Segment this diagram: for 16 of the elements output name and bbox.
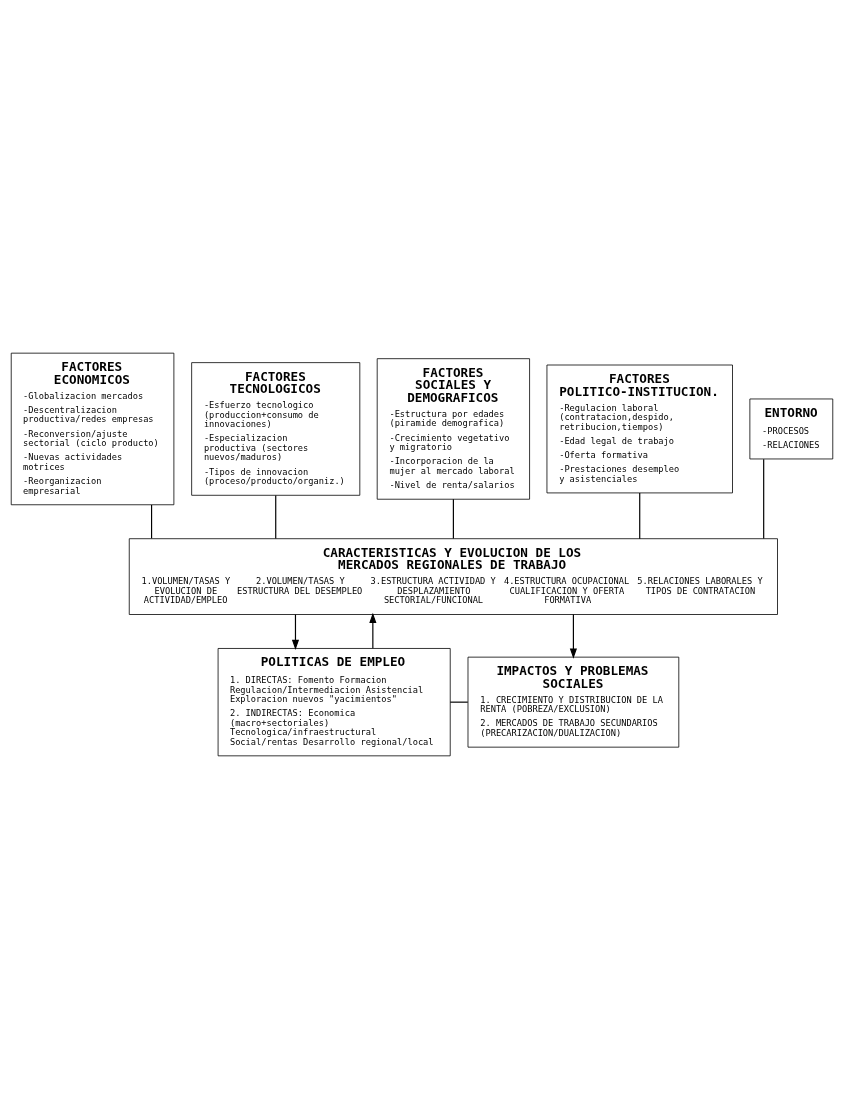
node-box: ENTORNO -PROCESOS -RELACIONES xyxy=(749,398,834,459)
node-box: FACTORES POLITICO-INSTITUCION. -Regulacion laboral (contratacion,despido, retribucion,tiempos) -Edad legal de trabajo -Oferta formativa -Prestaciones desempleo y asistenciales xyxy=(546,364,733,493)
node-box: FACTORES ECONOMICOS -Globalizacion mercados -Descentralizacion productiva/redes empresas -Reconversion/ajuste sectorial (ciclo producto) -Nuevas actividades motrices -Reorganizacion empresarial xyxy=(10,352,175,505)
node-box: CARACTERISTICAS Y EVOLUCION DE LOS MERCADOS REGIONALES DE TRABAJO 1.VOLUMEN/TASAS Y EVOLUCION DE ACTIVIDAD/EMPLEO 2.VOLUMEN/TASAS Y ESTRUCTURA DEL DESEMPLEO 3.ESTRUCTURA ACTIVIDAD Y DESPLAZAMIENTO SECTORIAL/FUNCIONAL 4.ESTRUCTURA OCUPACIONAL CUALIFICACION Y OFERTA FORMATIVA 5.RELACIONES LABORALES Y TIPOS DE CONTRATACION xyxy=(128,537,778,615)
connector xyxy=(275,494,277,539)
arrow xyxy=(291,613,300,650)
node-box: FACTORES TECNOLOGICOS -Esfuerzo tecnologico (produccion+consumo de innovaciones) -Especializacion productiva (sectores nuevos/maduros) -Tipos de innovacion (proceso/producto/organiz.) xyxy=(191,361,361,496)
node-box: POLITICAS DE EMPLEO 1. DIRECTAS: Fomento Formacion Regulacion/Intermediacion Asistencial Exploracion nuevos "yacimientos" 2. INDIRECTAS: Economica (macro+sectoriales) Tecnologica/infraestructural Social/rentas Desarrollo regional/local xyxy=(217,647,451,756)
arrow xyxy=(369,612,377,649)
node-box: FACTORES SOCIALES Y DEMOGRAFICOS -Estructura por edades (piramide demografica) -Crecimiento vegetativo y migratorio -Incorporacion de la mujer al mercado laboral -Nivel de renta/salarios xyxy=(376,357,530,500)
connector xyxy=(763,458,765,539)
connector xyxy=(452,498,454,539)
connector xyxy=(639,492,641,539)
arrow xyxy=(569,613,577,659)
connector xyxy=(151,503,153,539)
node-box: IMPACTOS Y PROBLEMAS SOCIALES 1. CRECIMIENTO Y DISTRIBUCION DE LA RENTA (POBREZA/EXCLUSION) 2. MERCADOS DE TRABAJO SECUNDARIOS (PRECARIZACION/DUALIZACION) xyxy=(467,656,680,748)
